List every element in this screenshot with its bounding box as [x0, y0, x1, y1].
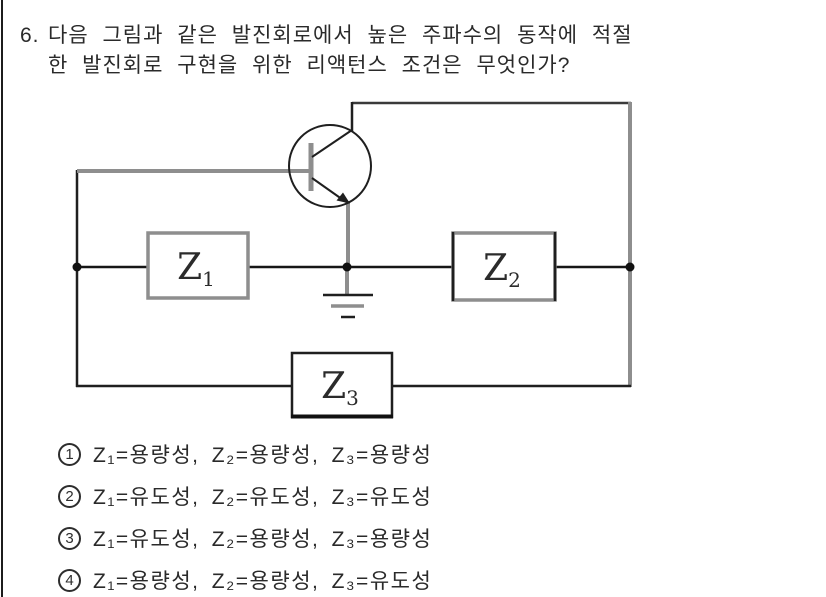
transistor-collector-lead	[311, 129, 353, 158]
choice-number-1[interactable]: 1	[58, 442, 81, 466]
junction-dot-left	[72, 262, 82, 272]
impedance-box-z1: Z1	[146, 231, 250, 300]
answer-text-3: Z₁=유도성, Z₂=용량성, Z₃=용량성	[93, 528, 433, 551]
junction-dot-center	[342, 262, 352, 272]
choice-number-4[interactable]: 4	[58, 568, 81, 592]
answer-text-2: Z₁=유도성, Z₂=유도성, Z₃=유도성	[93, 486, 433, 509]
impedance-box-z2: Z2	[451, 231, 557, 302]
impedance-box-z3: Z3	[290, 351, 394, 419]
page-left-border-rule	[1, 0, 3, 597]
ground-symbol	[323, 267, 373, 319]
question-text-line2: 한 발진회로 구현을 위한 리액턴스 조건은 무엇인가?	[48, 54, 571, 77]
question-number: 6.	[20, 24, 40, 47]
answer-option-3[interactable]: 3 Z₁=유도성, Z₂=용량성, Z₃=용량성	[58, 526, 433, 551]
transistor-circle	[288, 124, 372, 208]
z3-label: Z3	[321, 366, 359, 410]
answer-text-1: Z₁=용량성, Z₂=용량성, Z₃=용량성	[93, 444, 433, 467]
choice-number-3[interactable]: 3	[58, 526, 81, 550]
question-text-line1: 다음 그림과 같은 발진회로에서 높은 주파수의 동작에 적절	[48, 24, 633, 47]
answer-options: 1 Z₁=용량성, Z₂=용량성, Z₃=용량성 2 Z₁=유도성, Z₂=유도…	[58, 442, 432, 597]
emitter-arrow-icon	[336, 192, 350, 204]
transistor-symbol	[288, 124, 372, 208]
answer-option-1[interactable]: 1 Z₁=용량성, Z₂=용량성, Z₃=용량성	[58, 442, 433, 467]
z1-label: Z1	[177, 247, 215, 291]
choice-number-2[interactable]: 2	[58, 484, 81, 508]
answer-option-2[interactable]: 2 Z₁=유도성, Z₂=유도성, Z₃=유도성	[58, 484, 433, 509]
z2-label: Z2	[483, 248, 521, 292]
answer-text-4: Z₁=용량성, Z₂=용량성, Z₃=유도성	[93, 570, 433, 593]
answer-option-4[interactable]: 4 Z₁=용량성, Z₂=용량성, Z₃=유도성	[58, 568, 433, 593]
junction-dot-right	[625, 262, 635, 272]
z1-box	[146, 231, 250, 300]
junction-dots	[72, 262, 635, 272]
